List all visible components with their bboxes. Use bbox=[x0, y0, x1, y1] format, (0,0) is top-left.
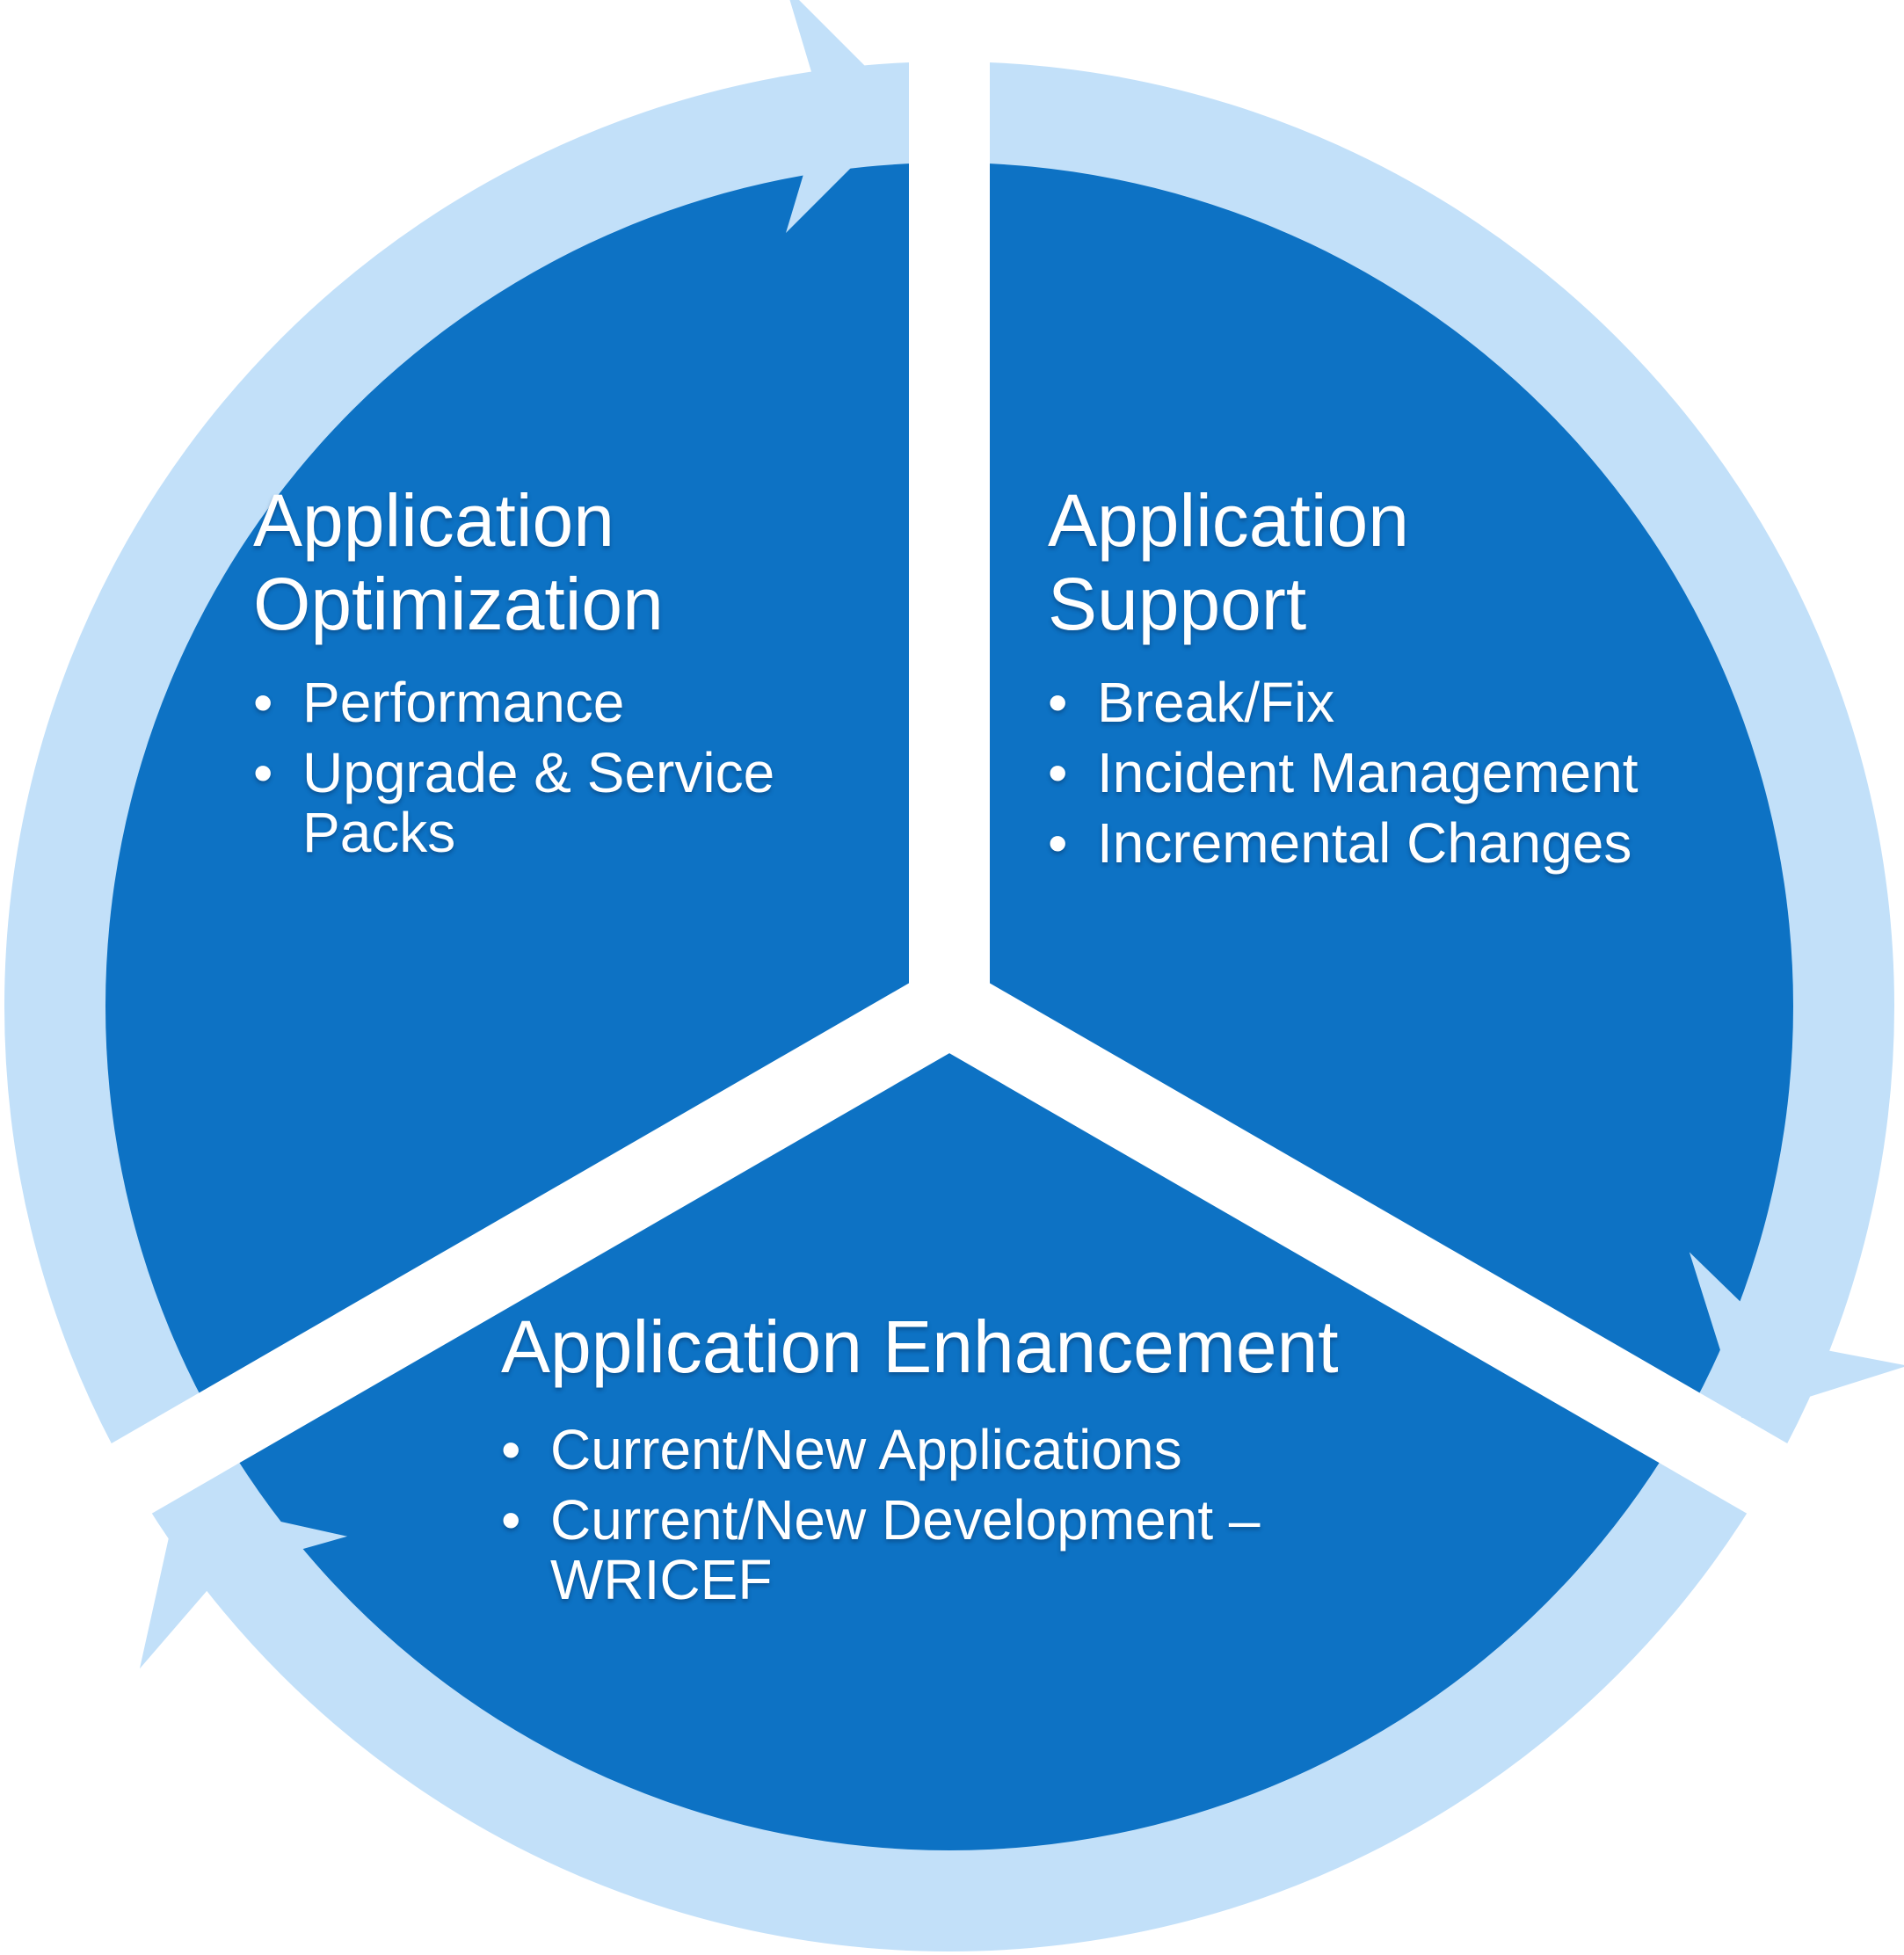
bullet-text: Incident Management bbox=[1097, 741, 1639, 804]
bullet-text: Upgrade & Service Packs bbox=[302, 741, 775, 864]
arrowhead-bottom-right-icon bbox=[1689, 1252, 1904, 1419]
bullet-dot-icon: • bbox=[501, 1418, 521, 1481]
segment-heading: Application Enhancement bbox=[501, 1305, 1339, 1388]
bullet-text: Current/New Development – WRICEF bbox=[550, 1488, 1261, 1611]
segment-bullet-list: • Performance • Upgrade & Service Packs bbox=[253, 672, 798, 862]
bullet-text: Incremental Changes bbox=[1097, 811, 1632, 875]
bullet-item: • Performance bbox=[253, 672, 798, 732]
bullet-text: Current/New Applications bbox=[550, 1418, 1182, 1481]
bullet-dot-icon: • bbox=[1048, 811, 1068, 875]
divider-bottom-left bbox=[46, 971, 970, 1552]
bullet-item: • Current/New Development – WRICEF bbox=[501, 1490, 1292, 1610]
bullet-text: Performance bbox=[302, 671, 625, 734]
bullet-dot-icon: • bbox=[253, 741, 273, 804]
bullet-item: • Incident Management bbox=[1048, 743, 1681, 803]
bullet-dot-icon: • bbox=[1048, 741, 1068, 804]
bullet-item: • Upgrade & Service Packs bbox=[253, 743, 798, 862]
divider-bottom-right bbox=[929, 971, 1853, 1552]
bullet-item: • Incremental Changes bbox=[1048, 813, 1681, 873]
bullet-dot-icon: • bbox=[501, 1488, 521, 1552]
segment-application-enhancement: Application Enhancement • Current/New Ap… bbox=[501, 1305, 1389, 1620]
bullet-dot-icon: • bbox=[253, 671, 273, 734]
segment-bullet-list: • Current/New Applications • Current/New… bbox=[501, 1420, 1292, 1610]
segment-application-support: Application Support • Break/Fix • Incide… bbox=[1048, 479, 1681, 883]
segment-heading: Application Support bbox=[1048, 479, 1409, 645]
segment-application-optimization: Application Optimization • Performance •… bbox=[253, 479, 798, 873]
bullet-item: • Current/New Applications bbox=[501, 1420, 1292, 1479]
arrowhead-bottom-left-icon bbox=[139, 1498, 348, 1669]
bullet-dot-icon: • bbox=[1048, 671, 1068, 734]
arrowhead-top-icon bbox=[786, 0, 909, 233]
bullet-text: Break/Fix bbox=[1097, 671, 1335, 734]
segment-bullet-list: • Break/Fix • Incident Management • Incr… bbox=[1048, 672, 1681, 873]
bullet-item: • Break/Fix bbox=[1048, 672, 1681, 732]
segment-dividers bbox=[46, 0, 1853, 1552]
segment-heading: Application Optimization bbox=[253, 479, 664, 645]
